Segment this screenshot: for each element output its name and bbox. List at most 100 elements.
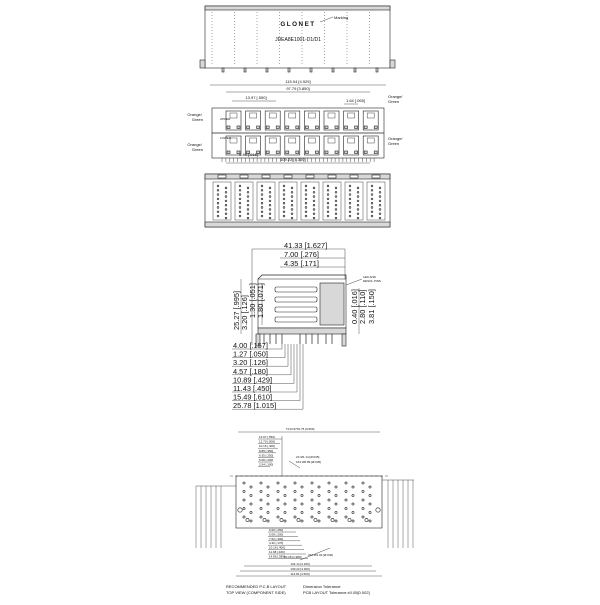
bottom-view-pin-dot: [356, 212, 360, 216]
bottom-view-pin-dot: [348, 202, 352, 205]
pcb-left-dim-label: 10.16 [.400]: [259, 444, 275, 448]
rj45-port: [264, 110, 281, 131]
pcb-mount-hole: [375, 507, 381, 513]
marking-leader: [319, 16, 334, 23]
pcb-hole: [293, 515, 297, 519]
bottom-view-pin-dot: [268, 204, 272, 207]
pcb-hole: [361, 481, 365, 485]
led-color-top-right: Orange/ Green: [388, 94, 404, 104]
rj45-port: [245, 135, 261, 156]
bottom-view-pin-dot: [334, 204, 338, 207]
pcb-hole: [276, 490, 280, 493]
pcb-led-hole: [279, 518, 284, 522]
bottom-view-cell: [322, 181, 342, 221]
rj45-latch-slot: [308, 112, 316, 119]
pcb-hole: [334, 502, 338, 506]
rj45-latch-slot: [249, 112, 257, 119]
bottom-view-pin-dot: [326, 214, 330, 218]
pin-dim-label: 25.78 [1.015]: [233, 401, 276, 410]
marking-label: Marking: [334, 15, 348, 20]
pcb-width-c: 114.81 [4.520]: [291, 572, 310, 576]
top-view: GLONET Marking JDEA8E1001-D1/D1: [199, 5, 396, 73]
pcb-hole: [266, 519, 270, 523]
lower-row-label: LOWER: [220, 136, 232, 140]
top-view-pin: [309, 67, 313, 73]
bottom-view-pin-dot: [312, 191, 316, 194]
bottom-view-pin-dot: [282, 189, 286, 192]
top-view-rim: [204, 5, 391, 11]
bottom-view-pin-dot: [304, 189, 308, 192]
pin-dimension-stack: 4.00 [.157]1.27 [.050]3.20 [.126]4.57 [.…: [232, 341, 304, 410]
top-view-pin: [221, 67, 225, 73]
bottom-view-pin-dot: [348, 206, 352, 209]
side-view-pins: [255, 333, 347, 347]
top-view-pin: [353, 67, 357, 73]
bottom-view-pin-dot: [356, 208, 360, 211]
inner-width-label: 97.79 [3.850]: [286, 86, 309, 91]
pcb-bottom-dim-label: 4.32 [.170]: [269, 541, 283, 545]
rj45-latch-slot: [347, 112, 355, 119]
pcb-led-hole: [347, 518, 352, 522]
bottom-view-pin-dot: [282, 206, 286, 209]
bottom-view-pin-dot: [334, 186, 338, 190]
bottom-view-pin-dot: [224, 199, 228, 203]
led-left: [344, 150, 348, 154]
side-view-shield-top: [257, 274, 347, 280]
hole-note-b: 16X Ø0.89 [Ø.035]: [296, 460, 321, 464]
pin-dim-label: 3.20 [.126]: [233, 358, 268, 367]
bottom-view-pin-dot: [216, 210, 220, 214]
bottom-view-pin-dot: [238, 202, 242, 205]
pcb-side-dims: [195, 479, 414, 548]
rj45-port: [284, 110, 301, 131]
rj45-latch-slot: [288, 112, 297, 119]
pcb-led-hole: [330, 518, 335, 522]
bottom-view-pin-dot: [370, 189, 374, 192]
bottom-view-pin-dot: [260, 189, 264, 192]
bottom-view-pin-dot: [348, 210, 352, 214]
led-left: [305, 150, 309, 154]
pcb-hole: [317, 494, 321, 497]
pcb-hole: [283, 494, 287, 497]
side-view: 41.33 [1.627] 7.00 [.276] 4.35 [.171] 25…: [232, 241, 381, 410]
pcb-hole: [310, 481, 314, 485]
caption-right-2: PCB LAYOUT Tolerance:±0.05[0.002]: [303, 590, 370, 595]
pin-dim-label: 4.00 [.157]: [233, 341, 268, 350]
rj45-latch-slot: [308, 137, 316, 144]
led-color-br-line2: Green: [388, 141, 399, 146]
pcb-hole: [259, 490, 263, 493]
led-right: [295, 125, 300, 129]
bottom-view-pin-dot: [334, 191, 338, 194]
small-gap-label: 0.40 [.016]: [239, 152, 258, 157]
pcb-hole: [368, 511, 372, 514]
pcb-hole: [368, 485, 372, 489]
pcb-left-dims: 13.97 [.550]12.70 [.500]10.16 [.400]8.89…: [258, 435, 283, 476]
top-view-pin: [265, 67, 269, 73]
pcb-layout-view: 7X13.97±0.75 [0.550] 13.97 [.550]12.70 […: [195, 427, 414, 595]
bottom-view-pin-dot: [326, 210, 330, 214]
bottom-view-pin-dot: [268, 191, 272, 194]
pcb-hole: [293, 498, 297, 502]
pcb-hole: [327, 498, 331, 502]
pcb-left-dim-label: 5.08 [.200]: [259, 458, 273, 462]
bottom-view-pin-dot: [356, 204, 360, 207]
bottom-view-pin-dot: [260, 210, 264, 214]
rj45-port: [323, 110, 340, 131]
led-left: [363, 125, 368, 129]
pcb-hole: [368, 519, 372, 523]
bottom-view-notch: [371, 174, 381, 179]
bottom-view-pin-dot: [260, 202, 264, 205]
led-desol-pins-note: LED AND DESOL PINS: [363, 275, 381, 283]
pcb-left-dim-label: 6.35 [.250]: [259, 453, 273, 457]
pcb-hole: [368, 494, 372, 497]
bottom-view-pin-dot: [378, 212, 382, 216]
pcb-hole: [300, 494, 304, 497]
pcb-led-hole: [296, 518, 301, 522]
bottom-view-pin-dot: [282, 197, 286, 201]
bottom-view-pin-dot: [370, 202, 374, 205]
bottom-view-pin-dot: [370, 184, 374, 188]
height-a-label: 25.27 [.995]: [232, 291, 241, 330]
bottom-view-pin-dot: [268, 216, 272, 220]
bottom-view-pin-dot: [348, 189, 352, 192]
side-view-rear-block: [319, 282, 345, 326]
pcb-hole: [300, 519, 304, 523]
